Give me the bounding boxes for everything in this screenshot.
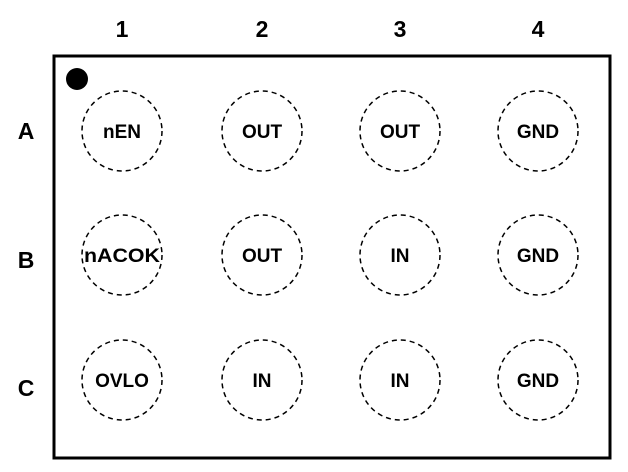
pin-C2: IN <box>221 339 303 421</box>
pin-B1: nACOK <box>81 214 163 296</box>
pin-A2: OUT <box>221 90 303 172</box>
pin-label: IN <box>253 371 272 392</box>
pin-B3: IN <box>359 214 441 296</box>
pin-outline <box>221 90 303 172</box>
pin-label: OUT <box>380 122 421 143</box>
pin-label: OUT <box>242 122 283 143</box>
column-label-2: 2 <box>256 16 269 42</box>
pin-outline <box>497 339 579 421</box>
column-label-3: 3 <box>394 16 407 42</box>
pin-label: GND <box>517 371 559 392</box>
row-label-c: C <box>18 375 35 401</box>
pin-outline <box>221 214 303 296</box>
pin-C4: GND <box>497 339 579 421</box>
pin-A3: OUT <box>359 90 441 172</box>
pin-outline <box>221 339 303 421</box>
pin-outline <box>359 90 441 172</box>
column-label-4: 4 <box>532 16 545 42</box>
pin-label: IN <box>391 371 410 392</box>
pin-outline <box>359 214 441 296</box>
column-label-1: 1 <box>116 16 129 42</box>
pin-label: nEN <box>103 122 141 143</box>
pin-label: OVLO <box>95 371 149 392</box>
pin-C1: OVLO <box>81 339 163 421</box>
pin-label: OUT <box>242 246 283 267</box>
row-label-a: A <box>18 118 35 144</box>
pin-outline <box>81 90 163 172</box>
pin-label: IN <box>391 246 410 267</box>
pin-label: GND <box>517 122 559 143</box>
pin-label: GND <box>517 246 559 267</box>
package-outline <box>52 54 612 460</box>
pin-outline <box>81 339 163 421</box>
pin-B2: OUT <box>221 214 303 296</box>
pin1-marker-dot <box>66 68 88 90</box>
pin-outline <box>359 339 441 421</box>
pin-outline <box>497 90 579 172</box>
pin-outline <box>497 214 579 296</box>
pin-label: nACOK <box>84 246 160 267</box>
row-label-b: B <box>18 247 35 273</box>
pin-A4: GND <box>497 90 579 172</box>
pin-outline <box>81 214 163 296</box>
pin-B4: GND <box>497 214 579 296</box>
pin-A1: nEN <box>81 90 163 172</box>
pin-C3: IN <box>359 339 441 421</box>
